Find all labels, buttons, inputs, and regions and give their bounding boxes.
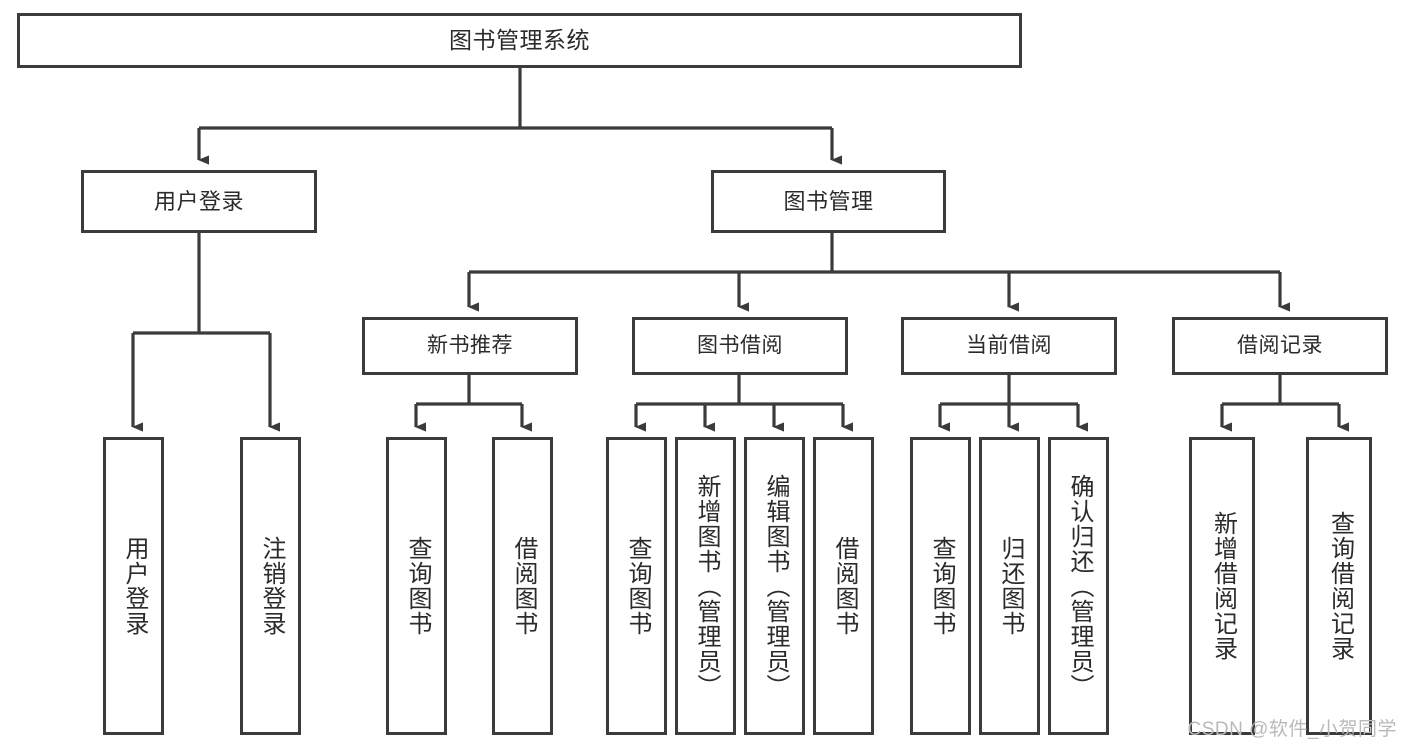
- node-label: 用户登录: [120, 536, 148, 636]
- node-label: 图书借阅: [697, 333, 783, 357]
- node-book-borrow[interactable]: 图书借阅: [632, 317, 848, 375]
- leaf-logout[interactable]: 注销登录: [240, 437, 301, 735]
- node-label: 归还图书: [996, 536, 1024, 636]
- leaf-borrow-book[interactable]: 借阅图书: [813, 437, 874, 735]
- watermark-text: CSDN @软件_小贺同学: [1187, 719, 1397, 740]
- leaf-query-book-recommend[interactable]: 查询图书: [386, 437, 447, 735]
- node-label: 确认归还（管理员）: [1065, 473, 1093, 699]
- leaf-query-book-current[interactable]: 查询图书: [910, 437, 971, 735]
- node-borrow-record[interactable]: 借阅记录: [1172, 317, 1388, 375]
- leaf-borrow-book-recommend[interactable]: 借阅图书: [492, 437, 553, 735]
- node-user-login[interactable]: 用户登录: [81, 170, 317, 233]
- node-label: 新增图书（管理员）: [692, 473, 720, 699]
- node-book-management[interactable]: 图书管理: [711, 170, 946, 233]
- leaf-add-book-admin[interactable]: 新增图书（管理员）: [675, 437, 736, 735]
- node-label: 注销登录: [257, 536, 285, 636]
- node-label: 图书管理: [783, 188, 874, 214]
- node-label: 查询图书: [623, 536, 651, 636]
- node-label: 图书管理系统: [449, 26, 590, 53]
- node-new-book-recommend[interactable]: 新书推荐: [362, 317, 578, 375]
- leaf-query-book-borrow[interactable]: 查询图书: [606, 437, 667, 735]
- node-label: 借阅图书: [830, 536, 858, 636]
- node-label: 查询借阅记录: [1326, 511, 1354, 661]
- node-label: 借阅图书: [509, 536, 537, 636]
- node-label: 新增借阅记录: [1209, 511, 1237, 661]
- node-current-borrow[interactable]: 当前借阅: [901, 317, 1117, 375]
- node-label: 查询图书: [927, 536, 955, 636]
- node-label: 新书推荐: [427, 333, 513, 357]
- node-label: 查询图书: [403, 536, 431, 636]
- node-label: 用户登录: [153, 188, 244, 214]
- leaf-user-login[interactable]: 用户登录: [103, 437, 164, 735]
- leaf-edit-book-admin[interactable]: 编辑图书（管理员）: [744, 437, 805, 735]
- leaf-query-borrow-record[interactable]: 查询借阅记录: [1306, 437, 1372, 735]
- leaf-add-borrow-record[interactable]: 新增借阅记录: [1189, 437, 1255, 735]
- node-root-system[interactable]: 图书管理系统: [17, 13, 1022, 68]
- node-label: 当前借阅: [966, 333, 1052, 357]
- leaf-confirm-return-admin[interactable]: 确认归还（管理员）: [1048, 437, 1109, 735]
- node-label: 借阅记录: [1237, 333, 1323, 357]
- leaf-return-book[interactable]: 归还图书: [979, 437, 1040, 735]
- node-label: 编辑图书（管理员）: [761, 473, 789, 699]
